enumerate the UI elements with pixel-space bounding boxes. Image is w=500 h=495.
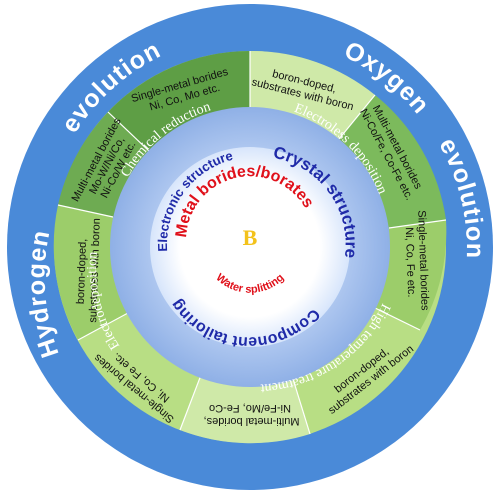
- seg-her-doped: boron-doped, substrates with boron: [74, 217, 103, 322]
- seg-oer-single: Single-metal borides Ni, Co, Fe etc.: [402, 210, 431, 314]
- center-disc: [150, 147, 350, 347]
- wedge-separators: [57, 51, 447, 435]
- center-symbol: B: [243, 225, 258, 250]
- seg-oer-bottom-multi: Multi-metal borides, Ni-Fe/Mo, Fe-Co: [200, 402, 299, 427]
